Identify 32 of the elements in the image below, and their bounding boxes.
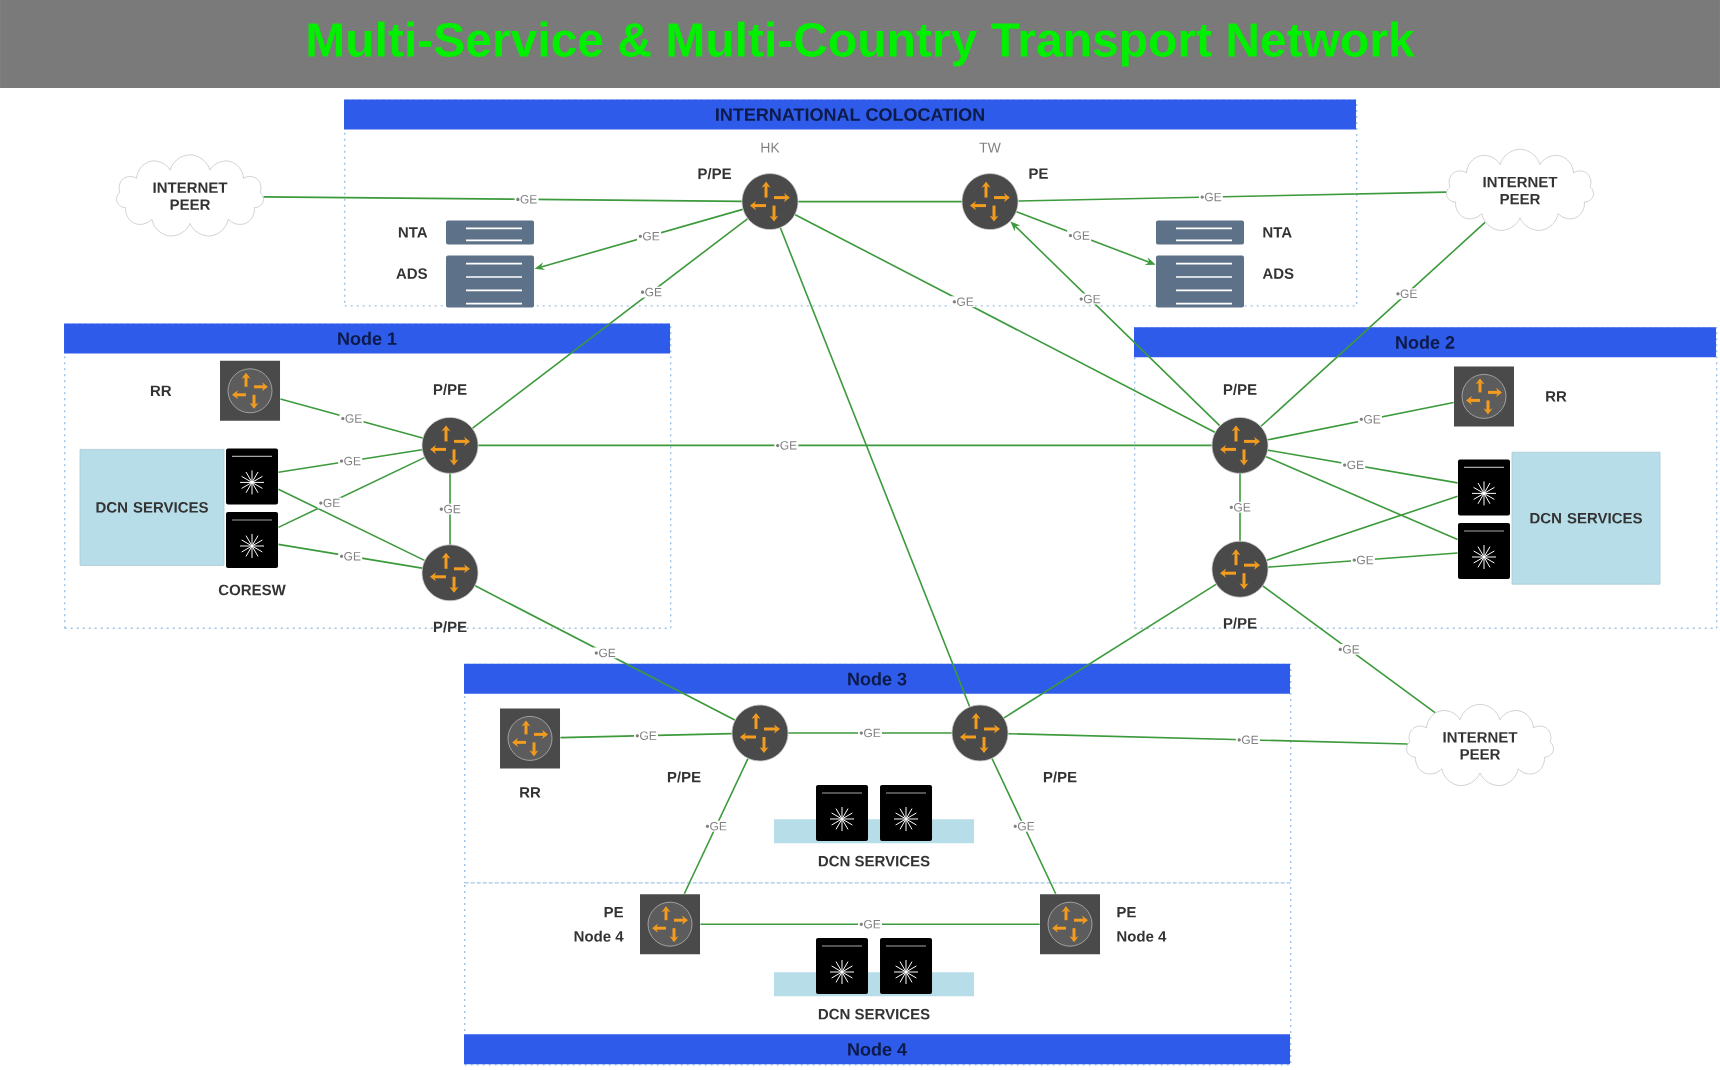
link-line [559, 732, 733, 739]
link-line [1265, 455, 1459, 541]
link-line [1003, 583, 1217, 719]
link-line [1260, 221, 1486, 428]
switch-icon [1458, 459, 1510, 516]
link-line [797, 200, 963, 203]
link-line [779, 227, 971, 708]
link-line [277, 449, 423, 474]
switch-icon [226, 448, 278, 505]
link-line [1262, 585, 1436, 714]
link-line [683, 757, 749, 895]
link-line [279, 398, 424, 439]
link-line [991, 757, 1057, 895]
link-line [699, 923, 1041, 925]
link-line [277, 456, 426, 529]
link-line [787, 732, 953, 734]
link-line [477, 444, 1213, 447]
link-line [471, 218, 749, 429]
link-line [1266, 495, 1459, 561]
switch-icon [1458, 523, 1510, 579]
link-line [1267, 552, 1459, 568]
link-line [262, 196, 743, 203]
link-line [277, 488, 426, 562]
link-line [1017, 191, 1447, 202]
link-line [1239, 473, 1241, 542]
link-line [1007, 732, 1409, 745]
title-banner: Multi-Service & Multi-Country Transport Network [0, 0, 1720, 88]
link-line [277, 543, 423, 569]
link-line [474, 585, 736, 721]
link-line [1267, 449, 1459, 484]
link-line [794, 213, 1216, 434]
link-line [1267, 401, 1455, 441]
